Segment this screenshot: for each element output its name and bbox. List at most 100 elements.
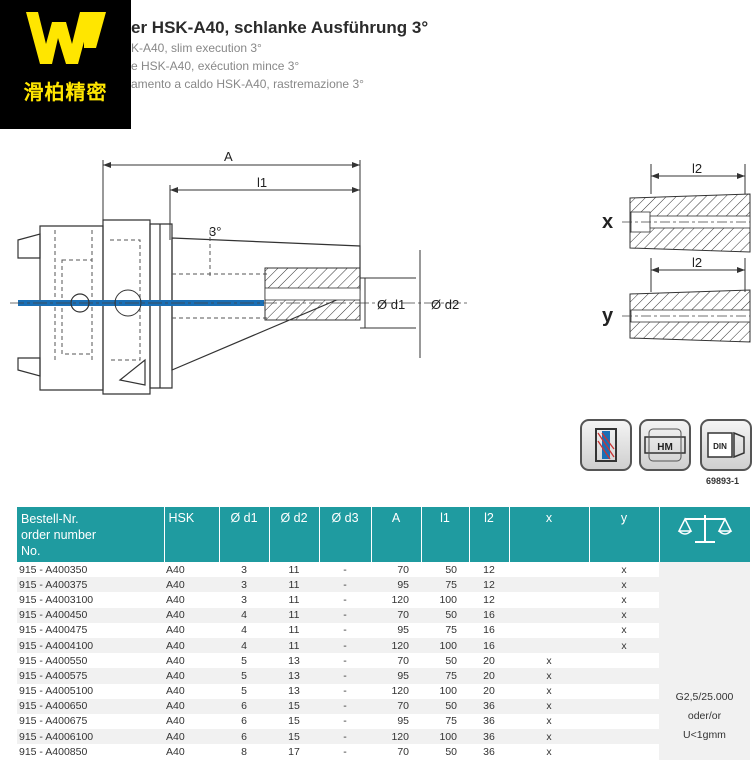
table-cell: - — [319, 668, 371, 684]
table-cell: 915 - A400675 — [17, 713, 164, 730]
table-cell: 915 - A400650 — [17, 698, 164, 714]
table-cell: 915 - A400350 — [17, 562, 164, 578]
table-cell: 120 — [371, 729, 421, 745]
table-cell: 70 — [371, 562, 421, 578]
table-cell: 100 — [421, 637, 469, 654]
table-cell: A40 — [164, 683, 219, 699]
col-y: y — [589, 507, 660, 562]
table-cell: 915 - A4004100 — [17, 637, 164, 654]
balance-note-line: oder/or — [687, 710, 722, 722]
table-cell: 915 - A400575 — [17, 668, 164, 684]
table-cell: 6 — [219, 729, 269, 745]
table-cell: 915 - A400850 — [17, 744, 164, 760]
table-cell: - — [319, 729, 371, 745]
product-table: Bestell-Nr. order number No. HSK Ø d1 Ø … — [17, 507, 751, 760]
balance-note-line: U<1gmm — [683, 729, 726, 741]
technical-drawing: A l1 3° Ø d1 Ø d2 — [10, 149, 751, 395]
label-angle: 3° — [209, 224, 221, 239]
table-cell: x — [509, 744, 589, 760]
table-cell: 50 — [421, 698, 469, 714]
din-standard-icon: DIN — [700, 419, 752, 471]
table-cell: A40 — [164, 729, 219, 745]
label-x: x — [602, 211, 613, 233]
table-cell: x — [509, 713, 589, 730]
table-cell: 915 - A400475 — [17, 622, 164, 638]
table-cell: 36 — [469, 698, 509, 714]
balance-note-line: G2,5/25.000 — [675, 691, 734, 703]
table-cell: 915 - A4005100 — [17, 683, 164, 699]
table-cell — [589, 713, 659, 730]
table-cell: 70 — [371, 607, 421, 623]
table-cell: A40 — [164, 562, 219, 578]
tool-holder-body — [17, 219, 361, 395]
table-cell: A40 — [164, 622, 219, 638]
label-a: A — [224, 149, 233, 164]
table-cell — [589, 744, 659, 760]
table-cell: 11 — [269, 562, 319, 578]
table-cell: 16 — [469, 637, 509, 654]
table-cell: A40 — [164, 698, 219, 714]
hm-label: HM — [657, 442, 673, 453]
table-cell: 50 — [421, 653, 469, 669]
label-l2-y: l2 — [692, 255, 702, 270]
table-cell: 50 — [421, 744, 469, 760]
table-cell: 12 — [469, 562, 509, 578]
table-cell: A40 — [164, 637, 219, 654]
col-x: x — [509, 507, 590, 562]
table-cell: A40 — [164, 577, 219, 593]
balance-scale-icon — [677, 515, 732, 543]
table-cell — [509, 562, 589, 578]
col-l2: l2 — [469, 507, 510, 562]
article-code: 69893-1 — [706, 476, 740, 486]
table-cell: 3 — [219, 592, 269, 608]
table-cell: x — [589, 607, 659, 623]
table-cell: - — [319, 577, 371, 593]
table-cell: 3 — [219, 562, 269, 578]
table-cell: 100 — [421, 592, 469, 608]
table-cell — [589, 729, 659, 745]
table-cell: 95 — [371, 622, 421, 638]
table-cell: 95 — [371, 713, 421, 730]
table-cell: 11 — [269, 607, 319, 623]
table-cell: 11 — [269, 592, 319, 608]
table-cell: 20 — [469, 668, 509, 684]
table-cell: 6 — [219, 713, 269, 730]
dimension-d1-d2: Ø d1 Ø d2 — [360, 250, 459, 358]
label-d2: Ø d2 — [431, 297, 459, 312]
page-title: er HSK-A40, schlanke Ausführung 3° — [131, 18, 429, 37]
table-cell: A40 — [164, 713, 219, 730]
table-cell: 915 - A400450 — [17, 607, 164, 623]
table-cell: - — [319, 698, 371, 714]
table-cell: - — [319, 622, 371, 638]
table-cell: x — [509, 698, 589, 714]
table-cell: 120 — [371, 592, 421, 608]
table-cell — [589, 653, 659, 669]
table-cell: 16 — [469, 607, 509, 623]
table-cell: A40 — [164, 607, 219, 623]
table-cell: 915 - A400550 — [17, 653, 164, 669]
table-cell: 4 — [219, 607, 269, 623]
table-cell: 20 — [469, 653, 509, 669]
hm-carbide-icon: HM — [639, 419, 691, 471]
dimension-l1: l1 — [169, 175, 360, 240]
table-cell — [509, 637, 589, 654]
table-cell: 70 — [371, 698, 421, 714]
table-cell — [509, 622, 589, 638]
table-cell: 17 — [269, 744, 319, 760]
table-cell: 915 - A4006100 — [17, 729, 164, 745]
table-cell: A40 — [164, 744, 219, 760]
table-cell: 16 — [469, 622, 509, 638]
table-cell: 20 — [469, 683, 509, 699]
table-cell: 915 - A400375 — [17, 577, 164, 593]
table-cell: - — [319, 683, 371, 699]
table-cell: 13 — [269, 683, 319, 699]
label-y: y — [602, 305, 614, 327]
table-cell: 120 — [371, 683, 421, 699]
table-cell: x — [509, 668, 589, 684]
